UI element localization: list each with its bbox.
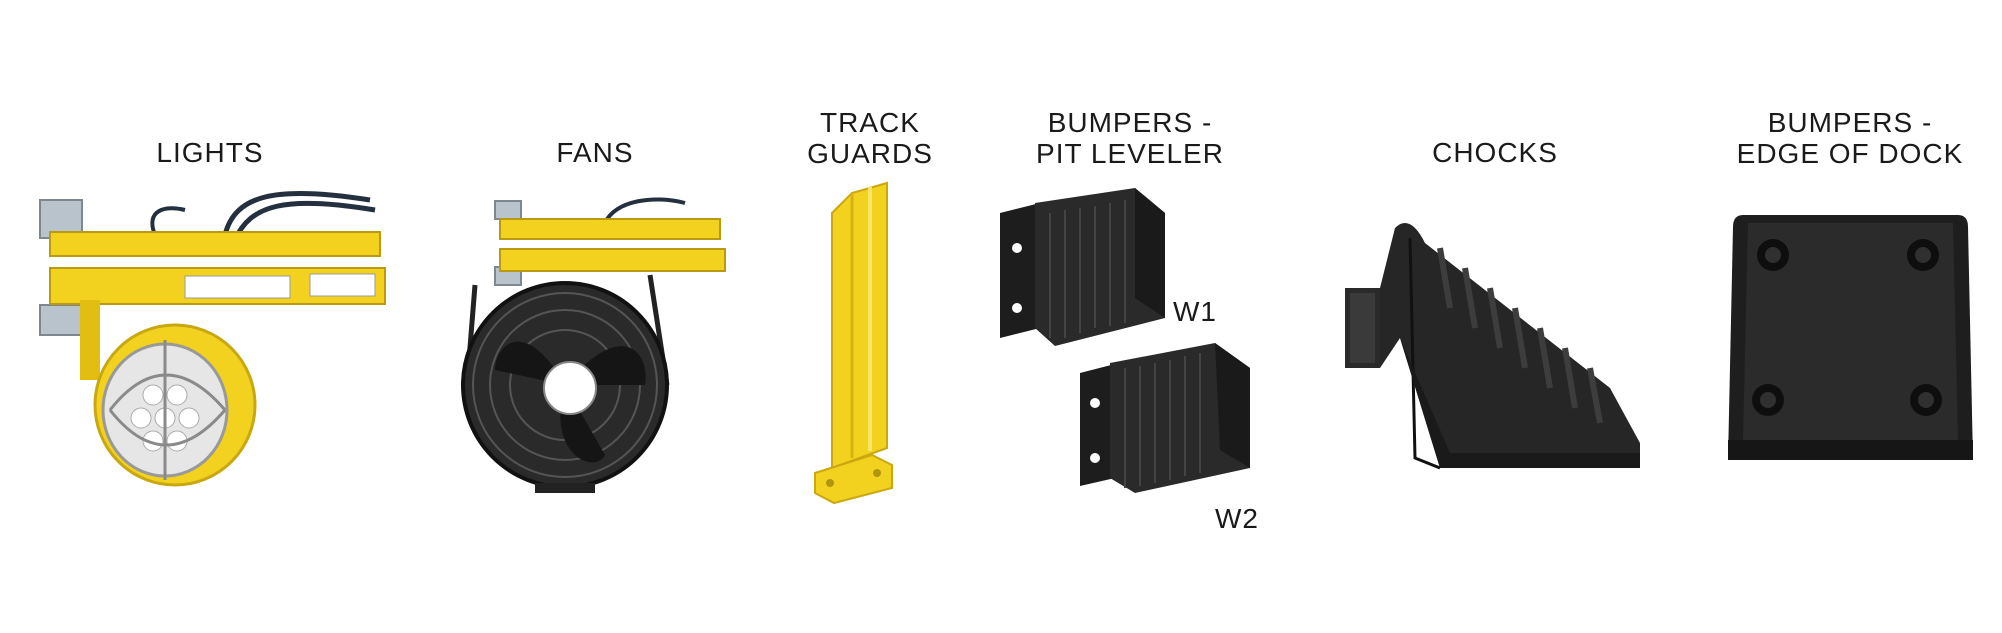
track-guard-icon — [814, 181, 893, 505]
label-chocks: CHOCKS — [1432, 137, 1558, 168]
label-lights: LIGHTS — [156, 137, 264, 168]
edge-of-dock-bumper-icon — [1728, 215, 1973, 460]
variant-label-w1: W1 — [1173, 296, 1217, 327]
label-track-guards: TRACK GUARDS — [807, 107, 933, 169]
label-bumpers-edge-of-dock: BUMPERS - EDGE OF DOCK — [1736, 107, 1964, 169]
dock-fan-icon — [461, 197, 726, 493]
wheel-chock-icon — [1345, 223, 1640, 470]
dock-light-icon — [39, 190, 386, 487]
variant-label-w2: W2 — [1215, 503, 1259, 534]
pit-leveler-bumper-icon — [1000, 188, 1250, 493]
label-bumpers-pit-leveler: BUMPERS - PIT LEVELER — [1036, 107, 1224, 169]
label-fans: FANS — [556, 137, 634, 168]
